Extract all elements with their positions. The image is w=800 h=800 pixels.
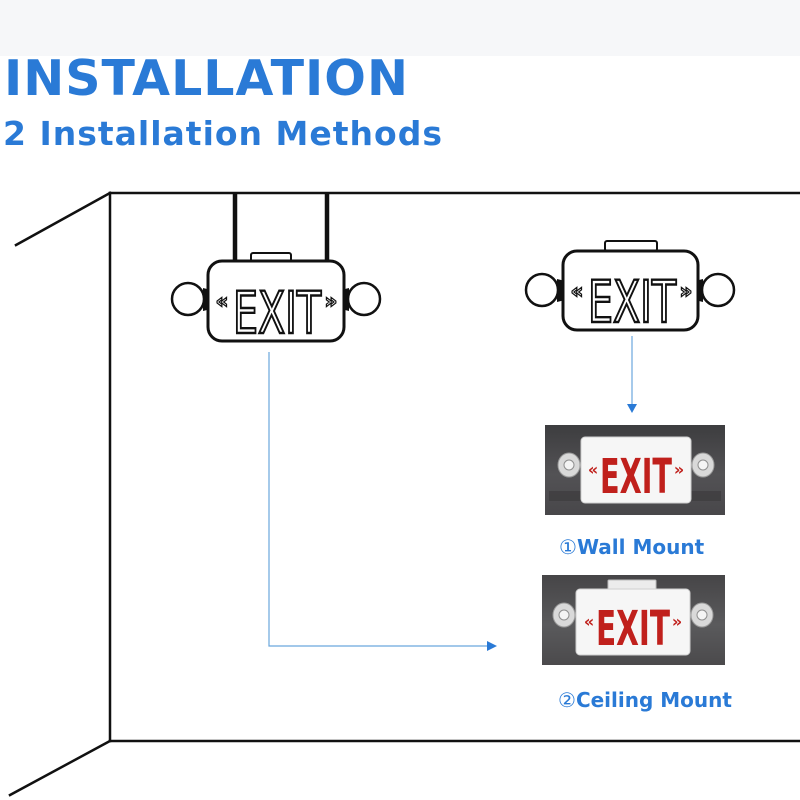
exit-sign-icon [206, 259, 346, 343]
emergency-lamp-icon [700, 272, 736, 308]
method-number-1: ① [559, 535, 577, 559]
room-outline [8, 191, 800, 797]
page-title: INSTALLATION [4, 50, 409, 107]
ceiling-connector-line [268, 352, 490, 647]
page-subtitle: 2 Installation Methods [3, 114, 443, 153]
ceiling-mount-caption: ②Ceiling Mount [558, 690, 732, 710]
wall-mount-photo: « EXIT » [545, 425, 725, 515]
exit-sign-icon [561, 249, 700, 332]
left-ceiling-perspective-line [14, 191, 112, 247]
sign-exit-text: EXIT [233, 279, 322, 347]
emergency-lamp-icon [346, 281, 382, 317]
top-band [0, 0, 800, 56]
photo-arrow-right: » [674, 460, 684, 479]
photo-exit-text: EXIT [596, 601, 670, 657]
sign-arrow-right: » [325, 289, 338, 313]
photo-arrow-left: « [588, 460, 598, 479]
sign-arrow-left: « [216, 289, 229, 313]
emergency-lamp-icon [524, 272, 560, 308]
arrow-down-icon [627, 404, 637, 413]
arrow-right-icon [487, 641, 497, 651]
sign-exit-text: EXIT [588, 268, 677, 336]
sign-arrow-left: « [571, 279, 584, 303]
photo-arrow-left: « [584, 612, 594, 631]
wall-mount-label: Wall Mount [576, 535, 705, 559]
ceiling-mount-photo: « EXIT » [542, 575, 725, 665]
method-number-2: ② [558, 688, 576, 712]
wall-exit-unit: « EXIT » [524, 240, 736, 337]
hanging-cables [232, 193, 330, 260]
ceiling-exit-unit: « EXIT » [170, 252, 382, 348]
photo-arrow-right: » [672, 612, 682, 631]
wall-mount-caption: ①Wall Mount [559, 537, 704, 557]
sign-arrow-right: » [680, 279, 693, 303]
photo-exit-text: EXIT [600, 449, 672, 505]
ceiling-mount-label: Ceiling Mount [575, 688, 732, 712]
emergency-lamp-icon [170, 281, 206, 317]
left-floor-perspective-line [8, 739, 112, 797]
connector-lines [268, 336, 637, 651]
